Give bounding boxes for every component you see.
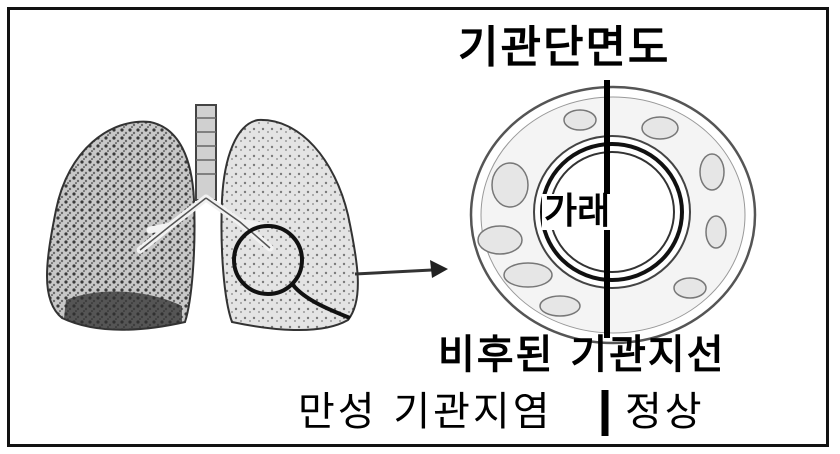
right-lung xyxy=(220,118,359,331)
trachea-rings xyxy=(196,117,216,175)
mucus-label: 가래 xyxy=(542,191,613,232)
bronchial-glands xyxy=(477,109,727,317)
magnify-circle xyxy=(232,224,304,296)
hypertrophied-gland-label: 비후된 기관지선 xyxy=(438,332,726,378)
trachea xyxy=(195,104,217,201)
normal-label: 정상 xyxy=(625,389,705,435)
zoom-arrow xyxy=(354,260,448,278)
bronchus-cross-section xyxy=(469,85,757,345)
cross-section-title: 기관단면도 xyxy=(458,22,671,73)
lungs-illustration xyxy=(46,104,359,331)
chronic-bronchitis-label: 만성 기관지염 xyxy=(298,389,553,435)
left-lung xyxy=(46,120,196,331)
